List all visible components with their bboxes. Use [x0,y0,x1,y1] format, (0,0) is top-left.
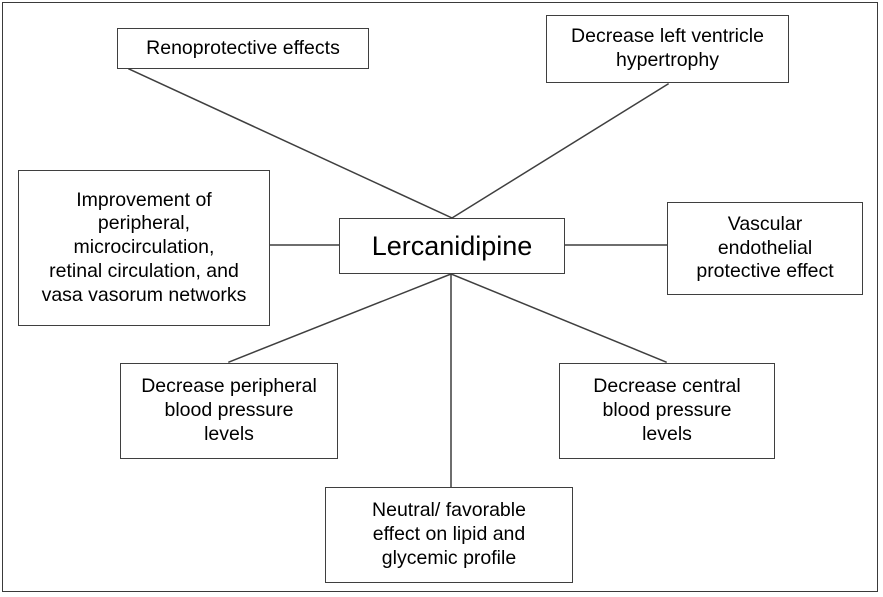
edge-center-to-peripheral-bp [228,273,452,363]
node-lercanidipine[interactable]: Lercanidipine [339,218,565,274]
node-decrease-peripheral-blood-pressure-label: Decrease peripheral blood pressure level… [141,375,317,445]
node-renoprotective-effects-label: Renoprotective effects [146,36,340,59]
node-neutral-favorable-lipid-glycemic[interactable]: Neutral/ favorable effect on lipid and g… [325,487,573,583]
edge-center-to-lv-hypertrophy [450,82,670,220]
node-vascular-endothelial-protective-effect[interactable]: Vascular endothelial protective effect [667,202,863,295]
node-decrease-central-blood-pressure[interactable]: Decrease central blood pressure levels [559,363,775,459]
node-improvement-of-circulation[interactable]: Improvement of peripheral, microcirculat… [18,170,270,326]
node-vascular-endothelial-protective-effect-label: Vascular endothelial protective effect [696,212,834,283]
node-improvement-of-circulation-label: Improvement of peripheral, microcirculat… [41,188,247,306]
node-renoprotective-effects[interactable]: Renoprotective effects [117,28,369,69]
node-decrease-left-ventricle-hypertrophy-label: Decrease left ventricle hypertrophy [571,25,764,71]
edge-center-to-renoprotective [128,68,453,219]
node-lercanidipine-label: Lercanidipine [371,230,533,261]
node-decrease-central-blood-pressure-label: Decrease central blood pressure levels [593,375,741,445]
node-decrease-peripheral-blood-pressure[interactable]: Decrease peripheral blood pressure level… [120,363,338,459]
node-neutral-favorable-lipid-glycemic-label: Neutral/ favorable effect on lipid and g… [372,499,526,569]
edge-center-to-central-bp [450,273,667,363]
node-decrease-left-ventricle-hypertrophy[interactable]: Decrease left ventricle hypertrophy [546,15,789,83]
